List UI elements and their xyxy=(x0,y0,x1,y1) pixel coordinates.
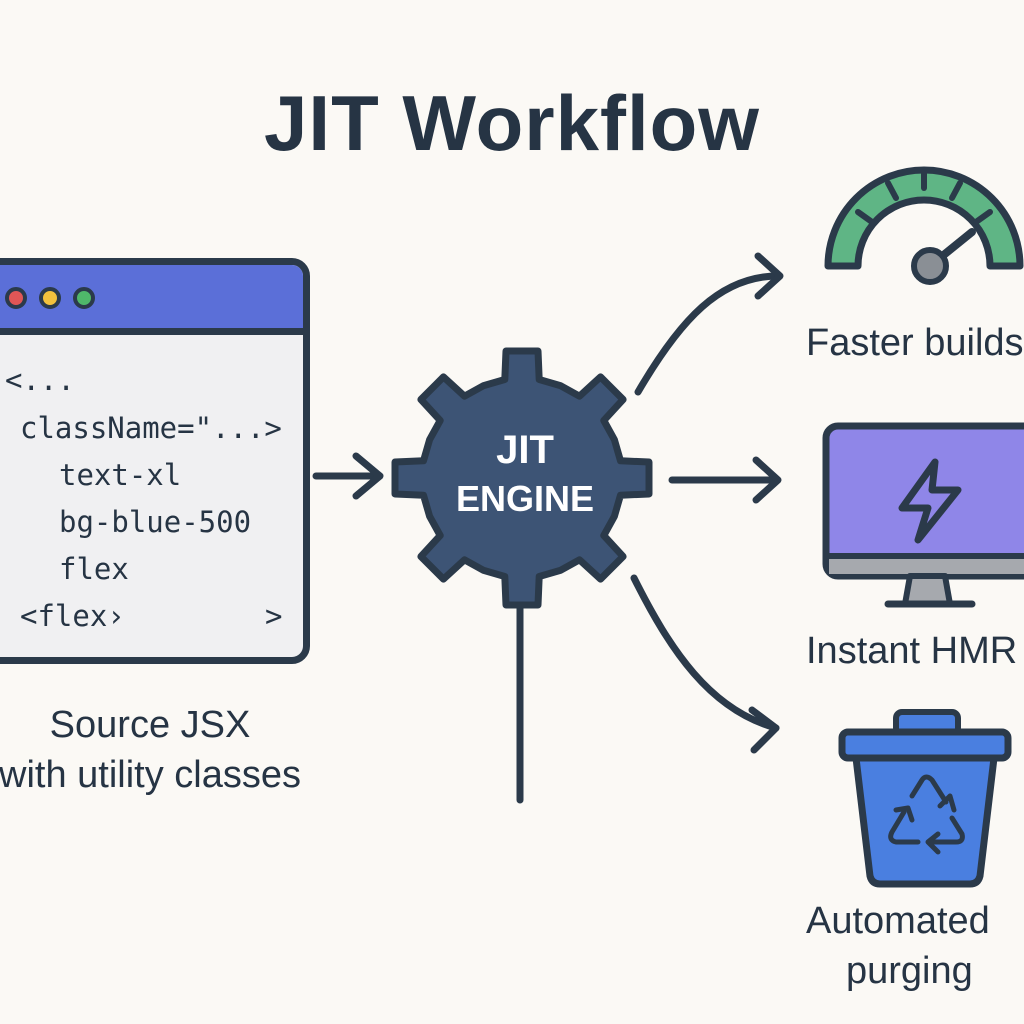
code-line: bg-blue-500 xyxy=(59,505,252,539)
source-caption-line1: Source JSX xyxy=(49,704,251,746)
bin-body xyxy=(852,754,998,888)
gauge-ticks xyxy=(855,169,993,225)
gauge-hub xyxy=(911,247,949,285)
lightning-monitor-icon xyxy=(822,422,1024,608)
window-titlebar xyxy=(0,265,303,335)
output-label-instant-hmr: Instant HMR xyxy=(806,630,1018,672)
output-label-automated: Automated xyxy=(806,900,990,942)
code-line: > xyxy=(265,599,283,633)
diagram-title: JIT Workflow xyxy=(264,79,760,167)
monitor-bezel xyxy=(829,556,1024,574)
recycle-bin-icon xyxy=(838,709,1012,888)
gauge-arc xyxy=(824,166,1024,270)
maximize-dot-icon xyxy=(73,287,95,309)
lightning-bolt-icon xyxy=(898,458,962,544)
code-line: <... xyxy=(5,363,75,397)
engine-label-line2: ENGINE xyxy=(455,478,595,519)
source-caption: Source JSX with utility classes xyxy=(0,700,310,800)
output-label-purging: purging xyxy=(846,950,973,992)
code-editor-window: <... className="...> text-xl bg-blue-500… xyxy=(0,258,310,664)
arrow-to-faster-builds xyxy=(634,272,782,396)
arrow-head-instant-hmr-icon xyxy=(752,456,782,504)
recycle-arrows-icon xyxy=(888,774,965,855)
engine-label-line1: JIT xyxy=(496,428,554,472)
minimize-dot-icon xyxy=(39,287,61,309)
code-line: className="...> xyxy=(20,411,282,445)
arrow-head-faster-builds-icon xyxy=(754,252,784,300)
arrow-to-purging xyxy=(630,574,780,732)
gear-icon xyxy=(391,347,653,609)
code-line: flex xyxy=(59,552,129,586)
arrow-head-purging-icon xyxy=(748,706,780,754)
code-line: <flex› xyxy=(20,599,125,633)
code-line: text-xl xyxy=(59,458,182,492)
gear-body xyxy=(391,347,653,609)
speedometer-icon xyxy=(824,166,1024,285)
bin-lid xyxy=(838,728,1012,762)
source-caption-line2: with utility classes xyxy=(0,754,301,796)
input-arrow-head-icon xyxy=(352,452,384,500)
monitor-stand xyxy=(902,573,953,607)
output-label-faster-builds: Faster builds xyxy=(806,322,1024,364)
close-dot-icon xyxy=(5,287,27,309)
